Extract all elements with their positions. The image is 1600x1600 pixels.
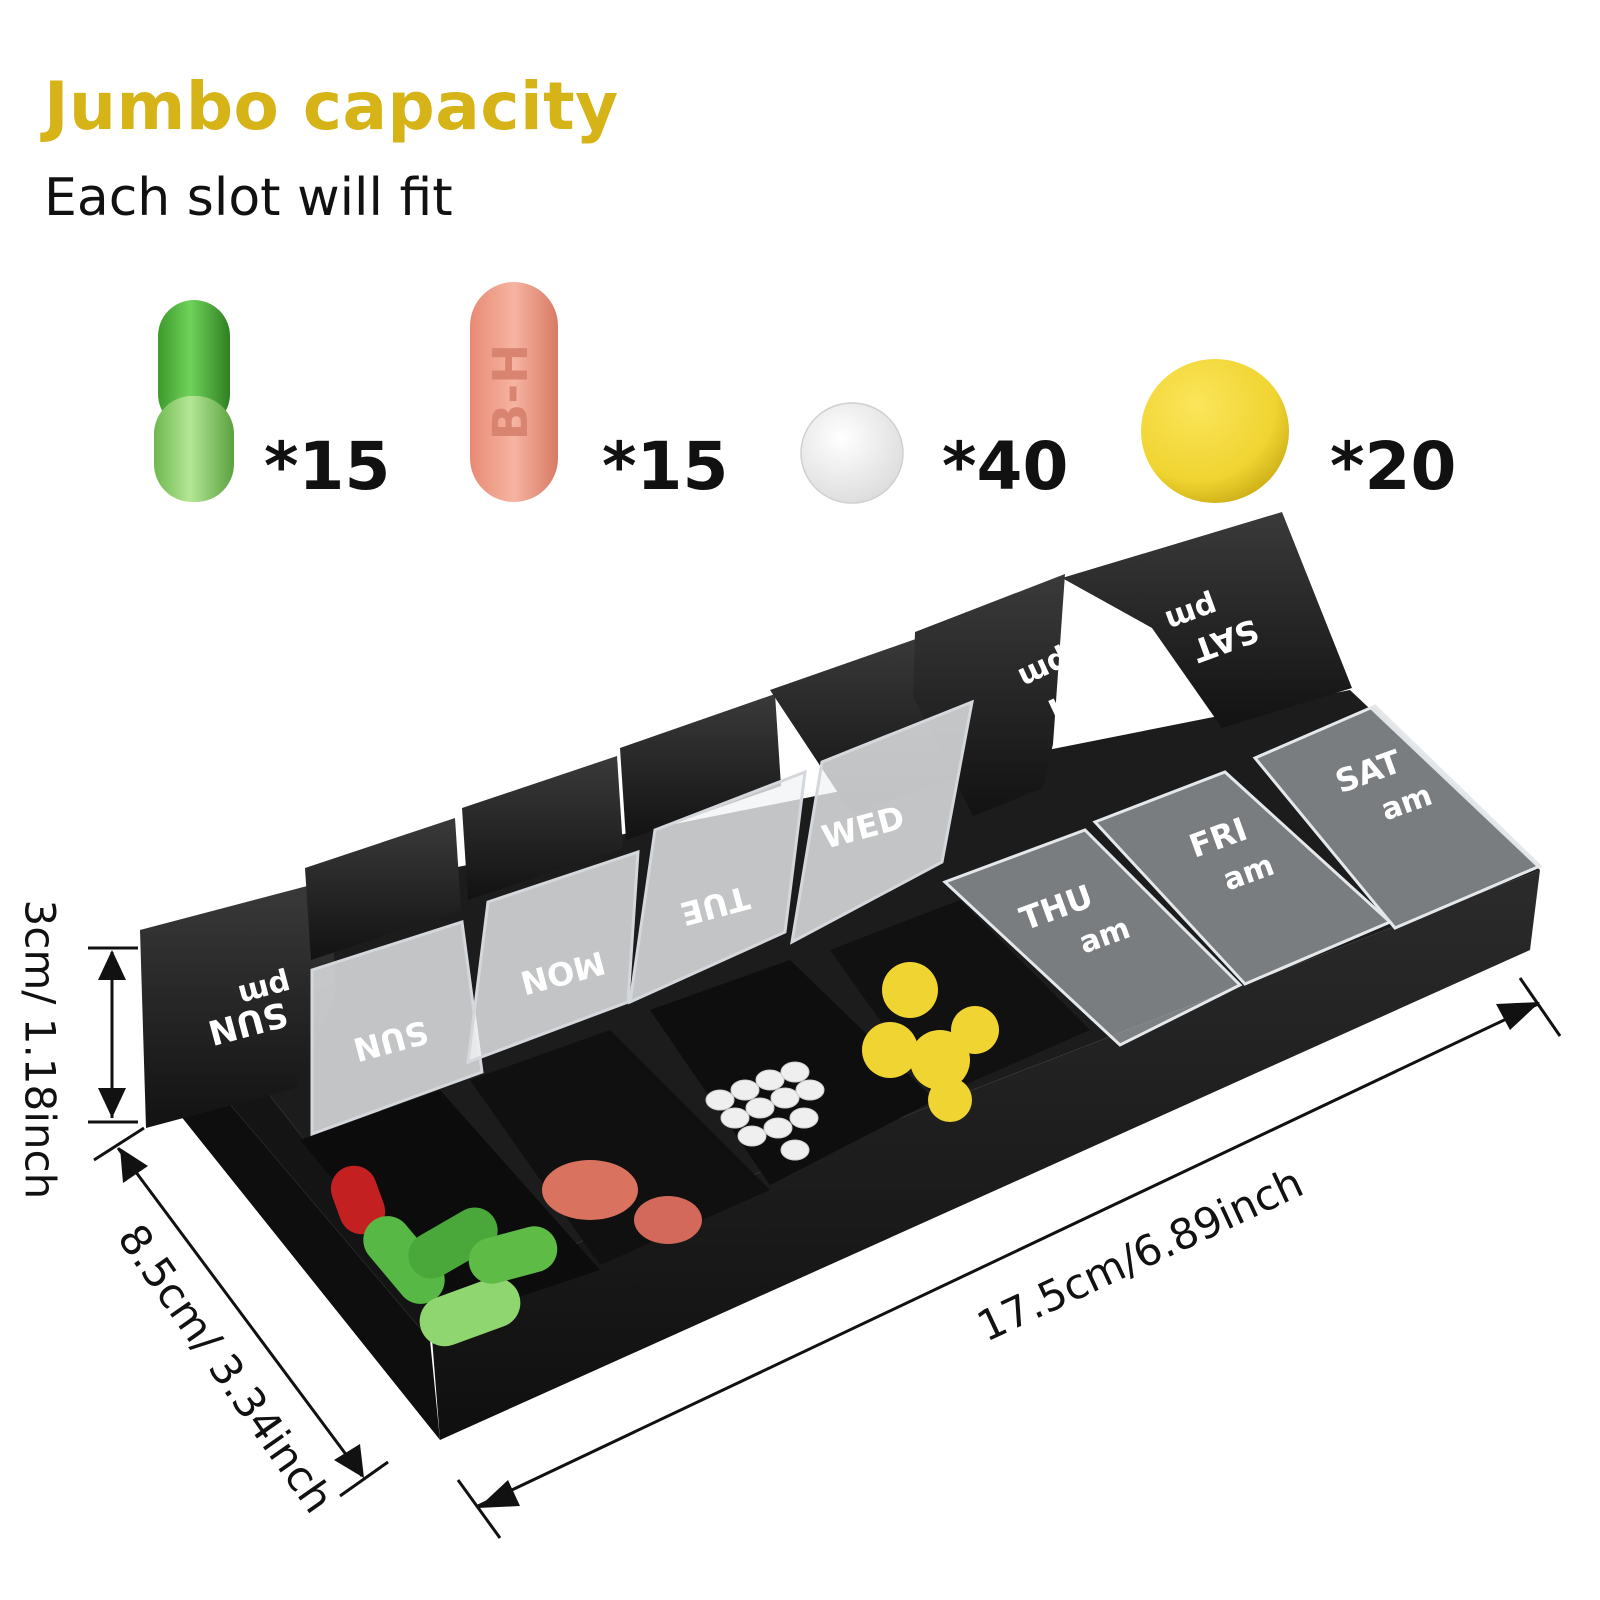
yellow-softgel-icon [1141,359,1289,503]
headline: Jumbo capacity [44,68,619,145]
subheadline: Each slot will fit [44,168,453,228]
yellow-softgels-in-wed [862,962,999,1122]
pink-tablet-icon: B-H [470,282,558,502]
capsules-in-sun [330,1165,558,1347]
yellow-softgel-count: *20 [1330,428,1457,505]
pink-tablets-in-mon [542,1160,702,1244]
length-dimension-line [456,977,1562,1539]
tablet-imprint: B-H [483,344,539,441]
height-dimension-label: 3cm/ 1.18inch [15,899,65,1200]
open-am-lids [310,699,974,1137]
depth-dimension-line [93,1126,389,1498]
pink-tablet-count: *15 [602,428,729,505]
green-capsule-count: *15 [264,428,391,505]
white-tablet-icon [800,402,904,504]
white-tablet-count: *40 [942,428,1069,505]
green-capsule-icon [154,300,234,502]
height-dimension-line [88,946,138,1124]
white-tablets-in-tue [705,1061,825,1161]
closed-am-lids [942,704,1543,1047]
case-long-wall [430,870,1540,1440]
